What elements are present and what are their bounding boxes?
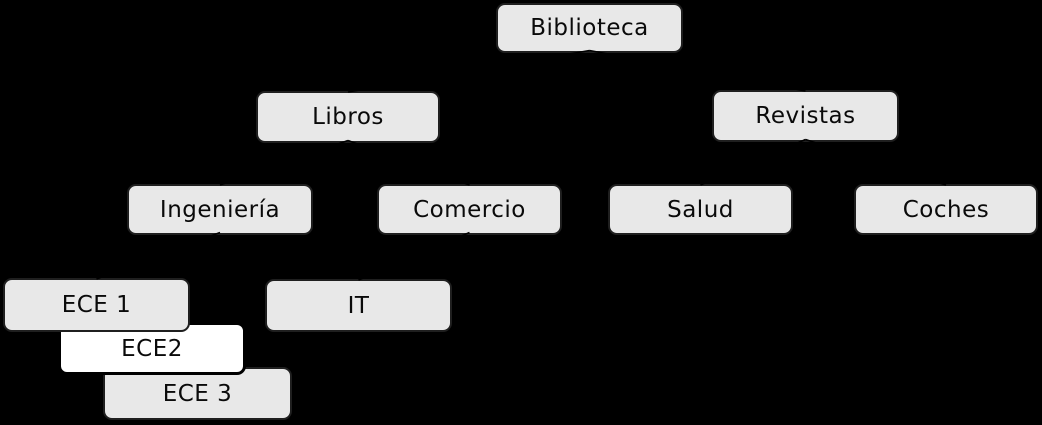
tree-node-label-comercio: Comercio bbox=[413, 196, 526, 223]
tree-node-ece3: ECE 3 bbox=[103, 367, 292, 420]
tree-node-ingenieria: Ingeniería bbox=[127, 184, 313, 235]
tree-node-label-biblioteca: Biblioteca bbox=[530, 15, 649, 41]
tree-node-label-coches: Coches bbox=[902, 196, 990, 223]
tree-node-coches: Coches bbox=[854, 184, 1038, 235]
tree-node-ece1: ECE 1 bbox=[3, 278, 190, 332]
tree-node-label-libros: Libros bbox=[312, 104, 384, 130]
tree-node-label-salud: Salud bbox=[667, 196, 734, 223]
edge-biblioteca-libros bbox=[347, 49, 590, 93]
tree-node-label-ingenieria: Ingeniería bbox=[159, 196, 281, 223]
tree-node-label-revistas: Revistas bbox=[755, 103, 856, 129]
tree-node-comercio: Comercio bbox=[377, 184, 562, 235]
tree-node-salud: Salud bbox=[608, 184, 793, 235]
tree-node-biblioteca: Biblioteca bbox=[496, 3, 683, 53]
tree-node-label-ece1: ECE 1 bbox=[61, 292, 132, 318]
edge-biblioteca-revistas bbox=[589, 49, 806, 92]
tree-node-label-ece2: ECE2 bbox=[121, 335, 183, 362]
tree-node-revistas: Revistas bbox=[712, 90, 899, 142]
tree-node-libros: Libros bbox=[256, 91, 440, 143]
tree-node-label-ece3: ECE 3 bbox=[162, 380, 233, 407]
tree-node-label-it: IT bbox=[347, 292, 370, 319]
edge-ingenieria-ece1 bbox=[96, 231, 221, 280]
tree-node-it: IT bbox=[265, 279, 452, 332]
edge-revistas-salud bbox=[700, 138, 806, 186]
edge-comercio-it bbox=[358, 231, 470, 281]
edge-libros-ingenieria bbox=[219, 139, 349, 186]
edge-libros-comercio bbox=[347, 139, 470, 186]
edge-revistas-coches bbox=[805, 138, 947, 186]
